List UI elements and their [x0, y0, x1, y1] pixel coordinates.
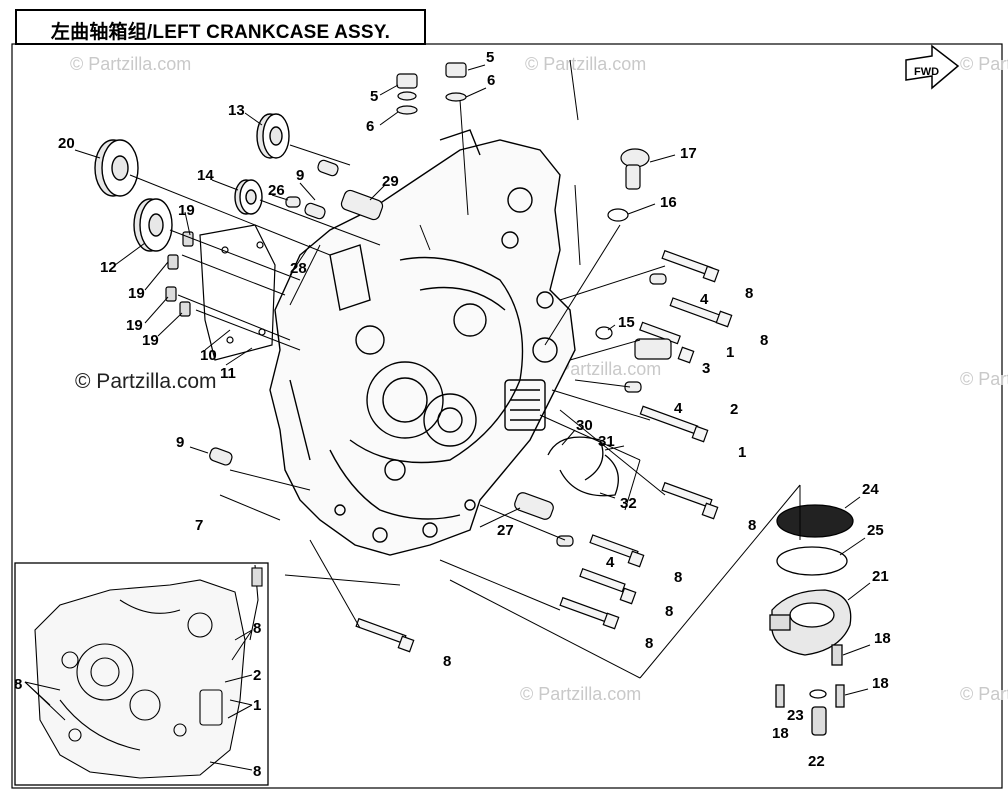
oring-15 [595, 326, 613, 340]
callout-4: 4 [606, 554, 615, 571]
bearing-14 [234, 179, 263, 215]
leader-lines [74, 59, 871, 696]
callout-8: 8 [748, 517, 756, 534]
callout-23: 23 [787, 707, 804, 724]
gasket-plate [199, 224, 276, 361]
diagram-title: 左曲轴箱组/LEFT CRANKCASE ASSY. [50, 22, 391, 43]
callout-14: 14 [197, 167, 214, 184]
bolt-19 [165, 231, 194, 317]
oil-filter-assembly [769, 504, 854, 736]
callout-5: 5 [486, 49, 494, 66]
callout-13: 13 [228, 102, 245, 119]
callout-28: 28 [290, 260, 307, 277]
callout-20: 20 [58, 135, 75, 152]
callout-21: 21 [872, 568, 889, 585]
bearing-20 [94, 139, 139, 197]
inset-crankcase [34, 564, 263, 779]
callout-10: 10 [200, 347, 217, 364]
callout-8: 8 [645, 635, 653, 652]
callout-6: 6 [487, 72, 495, 89]
callout-29: 29 [382, 173, 399, 190]
callout-12: 12 [100, 259, 117, 276]
callout-19: 19 [126, 317, 143, 334]
callout-8: 8 [443, 653, 451, 670]
callout-8: 8 [745, 285, 753, 302]
callout-24: 24 [862, 481, 879, 498]
inset-callout-8: 8 [253, 763, 261, 780]
callout-8: 8 [760, 332, 768, 349]
callout-8: 8 [665, 603, 673, 620]
callout-25: 25 [867, 522, 884, 539]
callout-18: 18 [872, 675, 889, 692]
callout-7: 7 [195, 517, 203, 534]
callout-31: 31 [598, 433, 615, 450]
watermark: © Partzilla.com [960, 369, 1008, 389]
callout-5: 5 [370, 88, 378, 105]
watermark: © Partzilla.com [520, 684, 641, 704]
callout-16: 16 [660, 194, 677, 211]
callout-11: 11 [220, 365, 236, 382]
bearing-12 [133, 198, 173, 252]
inset-callout-2: 2 [253, 667, 261, 684]
callout-6: 6 [366, 118, 374, 135]
watermark: © Partzilla.com [960, 54, 1008, 74]
callout-15: 15 [618, 314, 635, 331]
callout-32: 32 [620, 495, 637, 512]
callout-19: 19 [142, 332, 159, 349]
callout-3: 3 [702, 360, 710, 377]
callout-2: 2 [730, 401, 738, 418]
watermark: © Partzilla.com [540, 359, 661, 379]
callout-26: 26 [268, 182, 285, 199]
callout-1: 1 [726, 344, 734, 361]
callout-labels: 20 13 14 26 9 29 19 12 19 19 19 10 11 28… [58, 49, 891, 770]
callout-27: 27 [497, 522, 514, 539]
callout-22: 22 [808, 753, 825, 770]
bracket-3 [634, 338, 672, 360]
callout-18: 18 [874, 630, 891, 647]
bearing-13 [256, 113, 290, 159]
inset-callout-8: 8 [14, 676, 22, 693]
inset-callout-8: 8 [253, 620, 261, 637]
fwd-arrow-icon: FWD [905, 44, 960, 90]
outer-border [11, 43, 1003, 789]
bearing-shells [547, 436, 619, 497]
inset-callout-labels: 8 8 2 1 8 [14, 620, 261, 780]
callout-9: 9 [176, 434, 184, 451]
dipstick-17 [607, 148, 650, 222]
callout-19: 19 [128, 285, 145, 302]
callout-9: 9 [296, 167, 304, 184]
fwd-label: FWD [914, 66, 939, 78]
drain-plugs [396, 62, 467, 115]
callout-18: 18 [772, 725, 789, 742]
watermark: © Partzilla.com [960, 684, 1008, 704]
title-box: 左曲轴箱组/LEFT CRANKCASE ASSY. [15, 9, 426, 45]
callout-4: 4 [674, 400, 683, 417]
callout-8: 8 [674, 569, 682, 586]
callout-1: 1 [738, 444, 746, 461]
inset-leaders [24, 629, 253, 771]
watermark: © Partzilla.com [75, 370, 217, 393]
callout-4: 4 [700, 291, 709, 308]
watermark: © Partzilla.com [70, 54, 191, 74]
crankcase-body [269, 129, 576, 556]
dowel-pins [209, 159, 667, 547]
callout-30: 30 [576, 417, 593, 434]
callout-17: 17 [680, 145, 697, 162]
inset-callout-1: 1 [253, 697, 261, 714]
callout-19: 19 [178, 202, 195, 219]
watermark: © Partzilla.com [525, 54, 646, 74]
long-bolts [355, 249, 733, 653]
